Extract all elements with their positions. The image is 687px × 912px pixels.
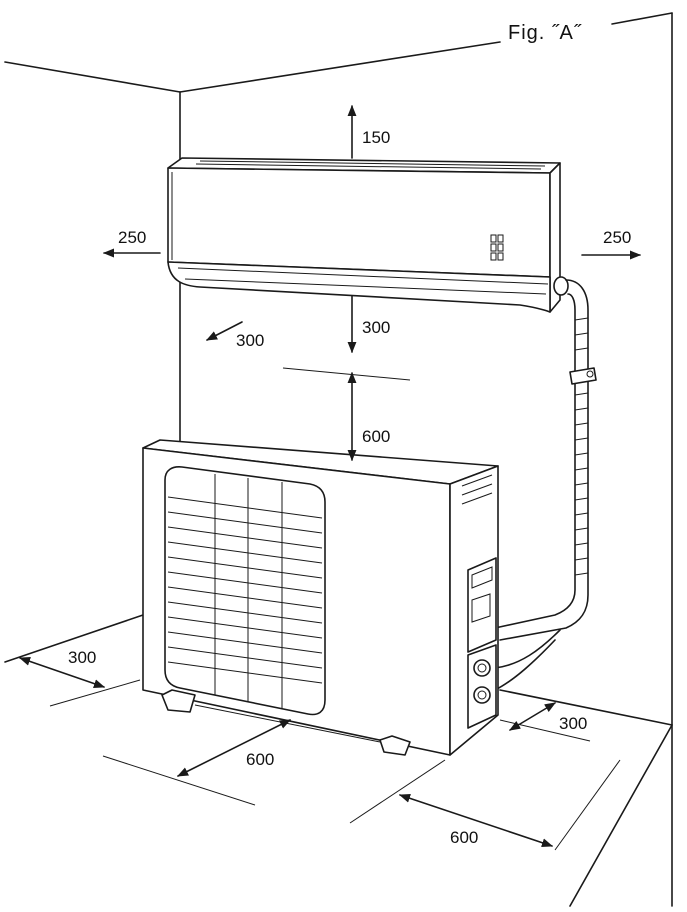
clearance-indoor-right: 250 [603, 228, 631, 247]
clearance-indoor-front: 300 [236, 331, 264, 350]
room-walls [4, 12, 673, 907]
refrigerant-pipe [494, 279, 597, 691]
clearance-indoor-top: 150 [362, 128, 390, 147]
indicator-lights-icon [490, 234, 504, 261]
indoor-unit [167, 157, 569, 313]
outdoor-foot-left [161, 689, 196, 713]
outdoor-unit [142, 439, 499, 756]
clearance-outdoor-front: 600 [246, 750, 274, 769]
clearance-outdoor-rear: 300 [559, 714, 587, 733]
clearance-between-units: 600 [362, 427, 390, 446]
service-valves-icon [467, 644, 497, 729]
outdoor-foot-right [379, 735, 411, 756]
clearance-outdoor-left-side: 300 [68, 648, 96, 667]
clearance-indoor-bottom: 300 [362, 318, 390, 337]
pipe-clamp-icon [569, 367, 597, 385]
fan-grille [167, 474, 323, 709]
dimension-lines [18, 104, 642, 851]
indoor-top-grille [195, 160, 546, 170]
clearance-indoor-left: 250 [118, 228, 146, 247]
clearance-outdoor-right-side: 600 [450, 828, 478, 847]
figure-label: Fig. ˝A˝ [508, 22, 582, 44]
